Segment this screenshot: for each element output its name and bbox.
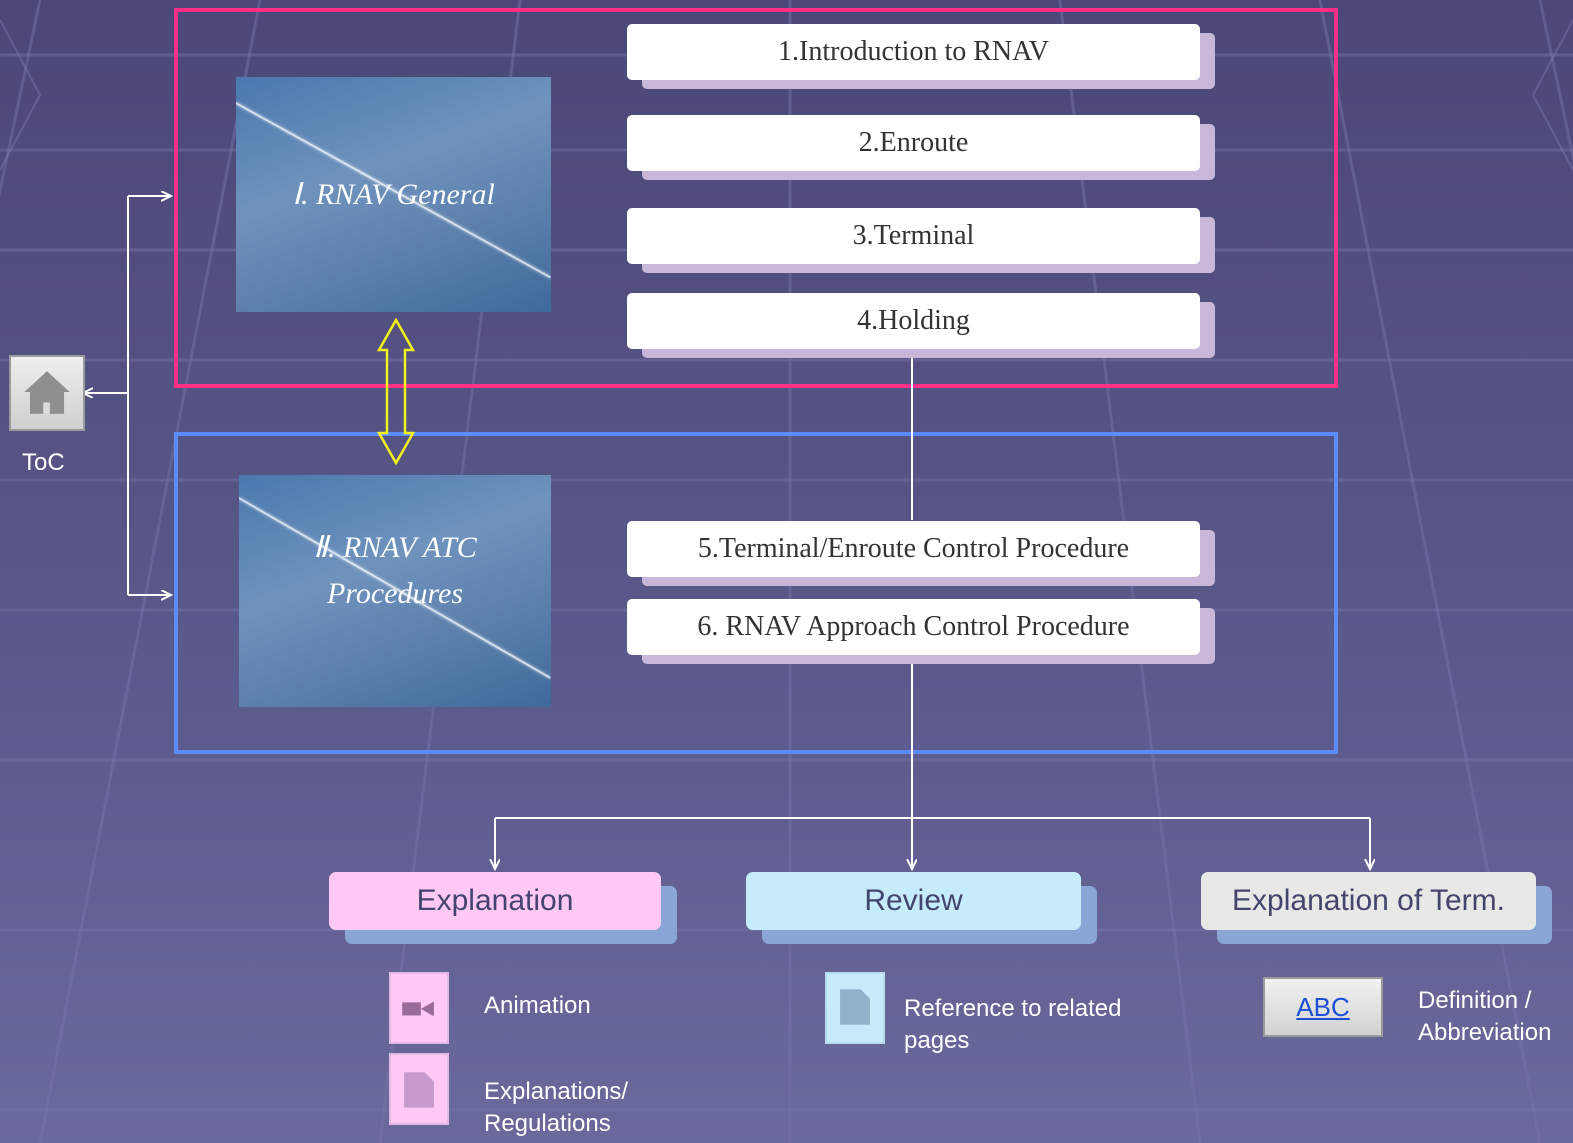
menu-item-holding[interactable]: 4.Holding	[627, 293, 1200, 349]
rnav-atc-frame	[174, 432, 1338, 754]
animation-label: Animation	[484, 992, 591, 1019]
menu-item-enroute[interactable]: 2.Enroute	[627, 115, 1200, 171]
review-button[interactable]: Review	[746, 872, 1081, 930]
rnav-general-tile[interactable]: Ⅰ. RNAV General	[236, 77, 551, 312]
reference-legend-icon	[825, 972, 885, 1044]
document-icon	[840, 989, 870, 1025]
toc-button[interactable]	[9, 355, 85, 431]
video-camera-icon	[402, 1001, 434, 1017]
abc-link-sample[interactable]: ABC	[1263, 977, 1383, 1037]
rnav-atc-title-line1: Ⅱ. RNAV ATC	[313, 531, 477, 564]
menu-item-rnav-approach-control[interactable]: 6. RNAV Approach Control Procedure	[627, 599, 1200, 655]
rnav-atc-tile[interactable]: Ⅱ. RNAV ATC Procedures	[239, 475, 551, 707]
definition-label-line1: Definition /	[1418, 987, 1532, 1014]
menu-item-introduction[interactable]: 1.Introduction to RNAV	[627, 24, 1200, 80]
definition-label-line2: Abbreviation	[1418, 1019, 1552, 1046]
explanations-legend-icon	[389, 1053, 449, 1125]
rnav-general-title: Ⅰ. RNAV General	[292, 178, 495, 211]
toc-label: ToC	[22, 449, 65, 476]
term-explanation-button[interactable]: Explanation of Term.	[1201, 872, 1536, 930]
menu-item-terminal-enroute-control[interactable]: 5.Terminal/Enroute Control Procedure	[627, 521, 1200, 577]
explanation-button[interactable]: Explanation	[329, 872, 661, 930]
animation-legend-icon	[389, 972, 449, 1044]
reference-label-line1: Reference to related	[904, 995, 1122, 1022]
explanations-label-line1: Explanations/	[484, 1078, 629, 1105]
rnav-atc-title-line2: Procedures	[326, 577, 464, 610]
home-icon	[24, 371, 70, 414]
menu-item-terminal[interactable]: 3.Terminal	[627, 208, 1200, 264]
document-icon	[404, 1072, 434, 1108]
rnav-general-frame	[174, 8, 1338, 388]
explanations-label-line2: Regulations	[484, 1110, 611, 1137]
reference-label-line2: pages	[904, 1027, 970, 1054]
